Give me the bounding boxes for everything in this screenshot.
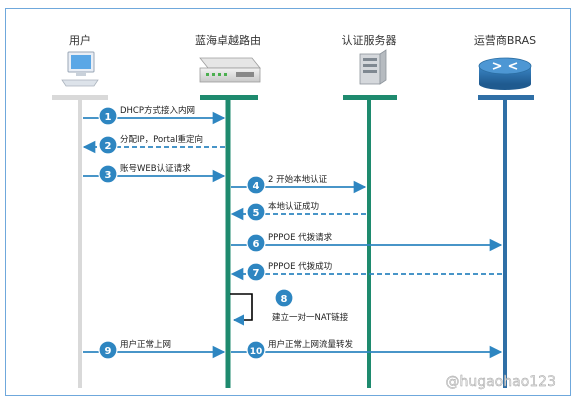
step-8-label: 建立一对一NAT链接 bbox=[272, 312, 349, 323]
step-1-label: DHCP方式接入内网 bbox=[120, 105, 195, 116]
step-3-number: 3 bbox=[105, 170, 112, 181]
step-6: 6 PPPOE 代拨请求 bbox=[231, 232, 503, 253]
participant-label-user: 用户 bbox=[69, 33, 91, 47]
step-10-number-badge bbox=[246, 340, 266, 360]
step-8-number-badge bbox=[274, 288, 294, 308]
lifeline-head-bras bbox=[478, 95, 534, 100]
step-2-number: 2 bbox=[105, 141, 112, 152]
step-4-label: 2 开始本地认证 bbox=[268, 174, 328, 185]
participant-label-auth: 认证服务器 bbox=[342, 34, 397, 47]
step-9-number: 9 bbox=[105, 346, 112, 357]
step-9-label: 用户正常上网 bbox=[120, 339, 171, 350]
participant-label-router: 蓝海卓越路由 bbox=[195, 33, 261, 47]
step-6-label: PPPOE 代拨请求 bbox=[268, 232, 333, 243]
computer-icon bbox=[61, 51, 99, 87]
step-6-number-badge bbox=[246, 233, 266, 253]
server-icon bbox=[359, 49, 387, 85]
step-5: 5 本地认证成功 bbox=[230, 201, 366, 222]
step-10: 10 用户正常上网流量转发 bbox=[231, 339, 503, 360]
step-5-label: 本地认证成功 bbox=[268, 201, 319, 212]
step-4: 4 2 开始本地认证 bbox=[231, 174, 367, 195]
bras-router-icon bbox=[478, 57, 532, 90]
step-5-number: 5 bbox=[253, 208, 260, 219]
router-icon bbox=[199, 57, 261, 83]
step-10-label: 用户正常上网流量转发 bbox=[268, 339, 354, 350]
step-9: 9 用户正常上网 bbox=[83, 339, 226, 360]
step-2-label: 分配IP，Portal重定向 bbox=[120, 134, 203, 145]
lifeline-head-user bbox=[52, 95, 108, 100]
step-8-number: 8 bbox=[281, 294, 288, 305]
step-7-number-badge bbox=[246, 262, 266, 282]
step-3-number-badge bbox=[98, 164, 118, 184]
step-5-number-badge bbox=[246, 202, 266, 222]
step-6-number: 6 bbox=[253, 239, 260, 250]
step-7: 7 PPPOE 代拨成功 bbox=[230, 261, 502, 282]
step-1-number-badge bbox=[98, 106, 118, 126]
diagram-frame bbox=[5, 8, 571, 396]
lifeline-head-auth bbox=[343, 95, 397, 100]
step-9-number-badge bbox=[98, 340, 118, 360]
step-4-number: 4 bbox=[253, 181, 260, 192]
step-2-number-badge bbox=[98, 135, 118, 155]
lifeline-head-router bbox=[200, 95, 258, 100]
participant-label-bras: 运营商BRAS bbox=[474, 33, 536, 47]
step-8: 8 建立一对一NAT链接 bbox=[230, 288, 349, 326]
step-7-number: 7 bbox=[253, 268, 260, 279]
step-8-arrow bbox=[230, 293, 253, 326]
step-1: 1 DHCP方式接入内网 bbox=[83, 105, 226, 126]
step-3: 3 账号WEB认证请求 bbox=[83, 163, 226, 184]
step-10-number: 10 bbox=[250, 347, 263, 357]
step-2: 2 分配IP，Portal重定向 bbox=[82, 134, 225, 155]
step-7-label: PPPOE 代拨成功 bbox=[268, 261, 332, 272]
step-1-number: 1 bbox=[105, 112, 112, 123]
step-4-number-badge bbox=[246, 175, 266, 195]
step-3-label: 账号WEB认证请求 bbox=[120, 163, 191, 174]
watermark: @hugaohao123 bbox=[445, 374, 556, 390]
